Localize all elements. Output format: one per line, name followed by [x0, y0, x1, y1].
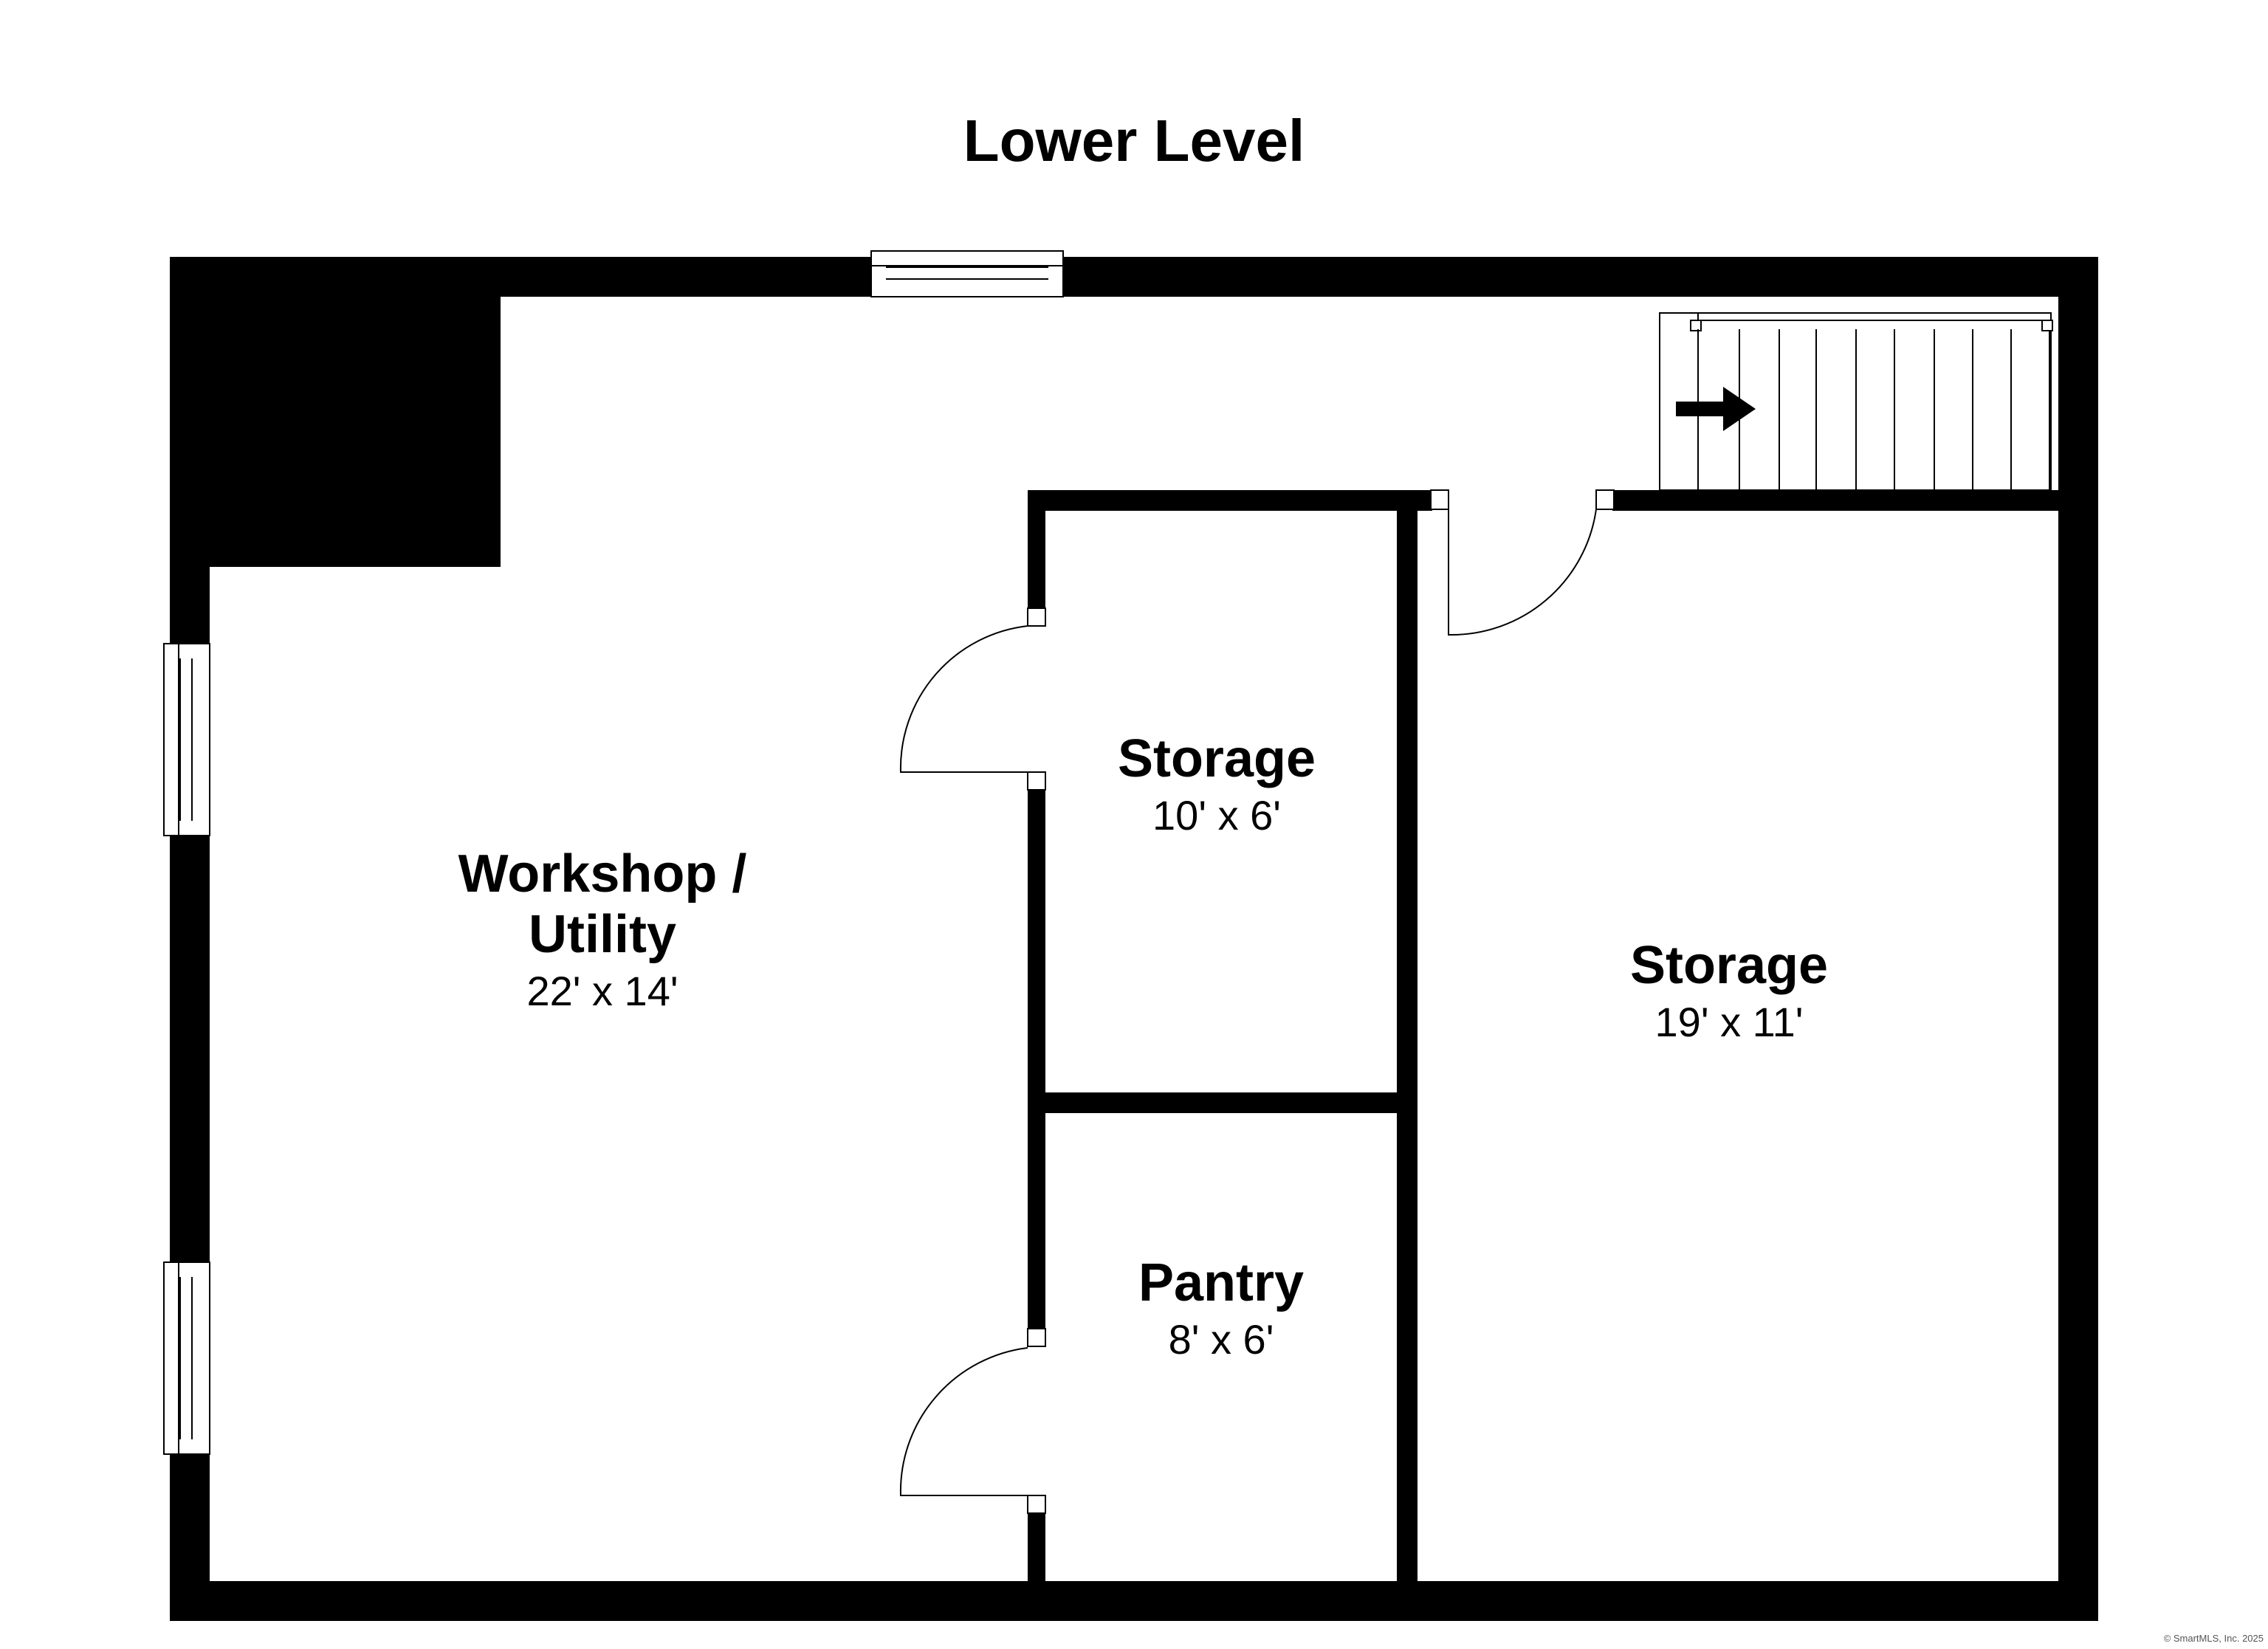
- room-storage-large-name: Storage: [1630, 936, 1828, 995]
- staircase: [1659, 312, 2053, 491]
- window-top: [870, 250, 1064, 297]
- room-storage-small: Storage 10' x 6': [1118, 729, 1316, 839]
- room-workshop-size: 22' x 14': [526, 968, 678, 1014]
- wall-small-rooms-left-2: [1028, 788, 1045, 1346]
- corner-column: [170, 257, 501, 567]
- window-left-lower: [163, 1261, 210, 1455]
- room-pantry-size: 8' x 6': [1169, 1316, 1274, 1363]
- wall-large-storage-top: [1612, 490, 2058, 511]
- interior-walls: [1028, 490, 2058, 1587]
- room-workshop-name-line1: Workshop /: [458, 844, 747, 903]
- wall-small-rooms-left-3: [1028, 1513, 1045, 1587]
- wall-small-rooms-left-1: [1028, 490, 1045, 623]
- door-pantry: [899, 1328, 1046, 1514]
- window-left-upper: [163, 643, 210, 836]
- windows: [163, 250, 1064, 1455]
- room-pantry-name: Pantry: [1138, 1253, 1304, 1312]
- wall-storage-pantry: [1028, 1092, 1418, 1113]
- copyright-text: © SmartMLS, Inc. 2025: [2164, 1633, 2264, 1644]
- stair-direction-arrow-icon: [1676, 387, 1756, 431]
- room-workshop-name-line2: Utility: [529, 905, 676, 964]
- wall-bottom: [170, 1581, 2098, 1621]
- wall-right: [2058, 257, 2098, 1621]
- room-storage-large: Storage 19' x 11': [1630, 936, 1828, 1045]
- doors: [899, 489, 1615, 1514]
- room-storage-large-size: 19' x 11': [1655, 999, 1804, 1045]
- door-storage-small: [899, 607, 1046, 791]
- door-storage-large: [1430, 489, 1615, 636]
- room-pantry: Pantry 8' x 6': [1138, 1253, 1304, 1363]
- plan-title: Lower Level: [963, 108, 1305, 173]
- room-workshop: Workshop / Utility 22' x 14': [458, 844, 747, 1014]
- room-storage-small-size: 10' x 6': [1152, 792, 1281, 839]
- wall-divider-vertical: [1397, 490, 1418, 1586]
- exterior-walls: [170, 257, 2098, 1621]
- wall-small-rooms-top: [1028, 490, 1432, 511]
- room-storage-small-name: Storage: [1118, 729, 1316, 788]
